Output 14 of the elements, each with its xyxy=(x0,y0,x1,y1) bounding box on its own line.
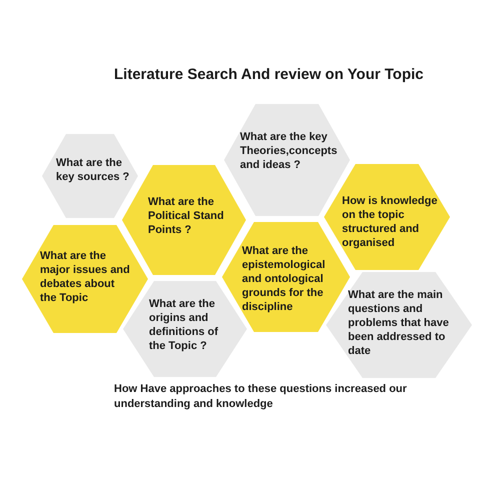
hexagon-text: What are the main questions and problems that have been addressed to date xyxy=(348,288,450,358)
title: Literature Search And review on Your Topic xyxy=(114,65,424,85)
hexagon xyxy=(42,134,138,218)
hexagon-text: What are the key Theories,concepts and ideas ? xyxy=(240,130,338,172)
hexagon-text: What are the epistemological and ontological grounds for the discipline xyxy=(242,244,326,314)
note-text: How Have approaches to these questions increased our understanding and knowledge xyxy=(114,382,408,412)
hexagon xyxy=(326,272,472,378)
hexagon-text: What are the key sources ? xyxy=(56,156,130,184)
hexagon-text: What are the major issues and debates about the Topic xyxy=(40,249,130,305)
hexagon-text: What are the origins and definitions of the Topic ? xyxy=(149,297,220,353)
hexagon xyxy=(324,164,450,270)
hexagon-text: How is knowledge on the topic structured and organised xyxy=(342,194,438,250)
hexagon xyxy=(22,225,148,333)
hexagon-text: What are the Political Stand Points ? xyxy=(148,195,225,237)
